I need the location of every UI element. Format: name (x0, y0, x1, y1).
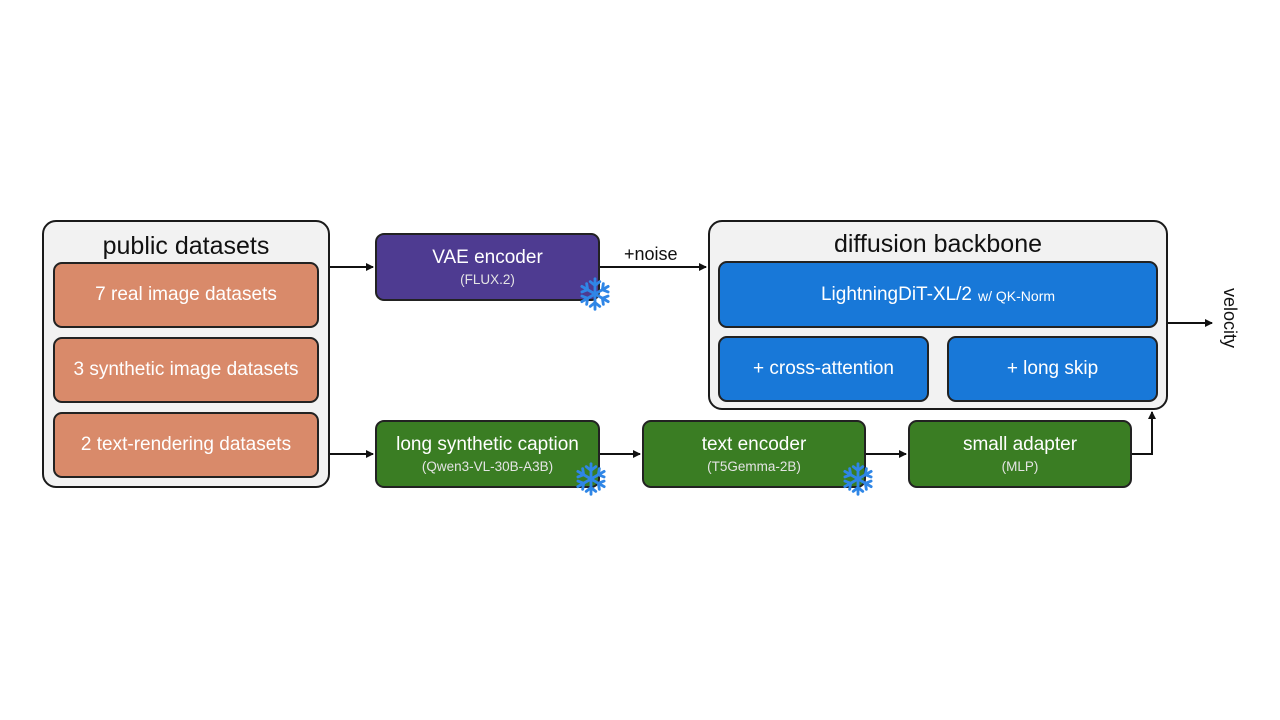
cross-attention-label: + cross-attention (753, 358, 894, 379)
arrow-adapter-to-backbone (1132, 411, 1156, 455)
text-encoder-label: text encoder (701, 433, 807, 455)
adapter-model: (MLP) (1001, 458, 1039, 474)
qk-norm-note: w/ QK-Norm (978, 287, 1056, 304)
public-datasets-title: public datasets (102, 232, 270, 260)
vae-encoder-box: VAE encoder (FLUX.2) (375, 233, 600, 301)
dataset-real-images: 7 real image datasets (53, 262, 319, 328)
caption-label: long synthetic caption (396, 433, 579, 455)
long-skip-box: + long skip (947, 336, 1158, 402)
lightningdit-box: LightningDiT-XL/2 w/ QK-Norm (718, 261, 1158, 328)
dataset-synthetic-images: 3 synthetic image datasets (53, 337, 319, 403)
cross-attention-box: + cross-attention (718, 336, 929, 402)
long-skip-label: + long skip (1006, 358, 1099, 379)
snowflake-icon (843, 462, 873, 496)
adapter-label: small adapter (962, 433, 1078, 455)
vae-encoder-model: (FLUX.2) (460, 271, 515, 287)
text-encoder-model: (T5Gemma-2B) (707, 458, 801, 474)
lightningdit-label: LightningDiT-XL/2 (820, 283, 973, 305)
noise-label: +noise (624, 244, 678, 264)
snowflake-icon (580, 277, 610, 311)
snowflake-icon (576, 462, 606, 496)
adapter-box: small adapter (MLP) (908, 420, 1132, 488)
vae-encoder-label: VAE encoder (432, 246, 543, 268)
diffusion-backbone-title: diffusion backbone (833, 230, 1043, 258)
text-encoder-box: text encoder (T5Gemma-2B) (642, 420, 866, 488)
dataset-text-rendering: 2 text-rendering datasets (53, 412, 319, 478)
caption-model: (Qwen3-VL-30B-A3B) (421, 458, 554, 474)
caption-box: long synthetic caption (Qwen3-VL-30B-A3B… (375, 420, 600, 488)
